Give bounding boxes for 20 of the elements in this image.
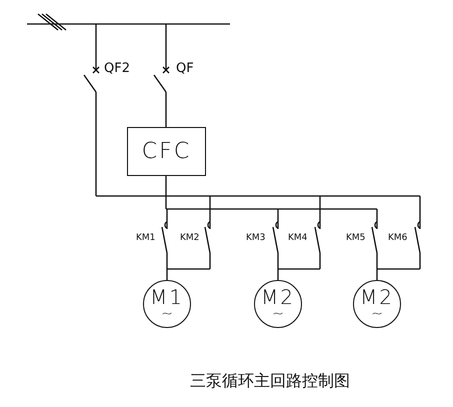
box-label: CFC: [142, 140, 192, 162]
switch-label: KM6: [388, 234, 408, 243]
motor-circle: [254, 280, 302, 328]
ac-symbol: ~: [371, 307, 383, 321]
controller-box: [127, 127, 206, 176]
motor-label: M1: [150, 287, 184, 307]
switch-label: KM1: [136, 234, 156, 243]
switch-label: KM4: [288, 234, 308, 243]
caption: 三泵循环主回路控制图: [190, 373, 350, 389]
switch-label: KM2: [180, 234, 200, 243]
motor-circle: [353, 280, 401, 328]
motor-circle: [143, 280, 191, 328]
switch-label: KM3: [246, 234, 266, 243]
switch-label: QF2: [104, 62, 130, 75]
motor-label: M2: [261, 287, 295, 307]
motor-label: M2: [360, 287, 394, 307]
ac-symbol: ~: [272, 307, 284, 321]
switch-label: QF: [176, 62, 194, 75]
switch-label: KM5: [346, 234, 366, 243]
ac-symbol: ~: [161, 307, 173, 321]
